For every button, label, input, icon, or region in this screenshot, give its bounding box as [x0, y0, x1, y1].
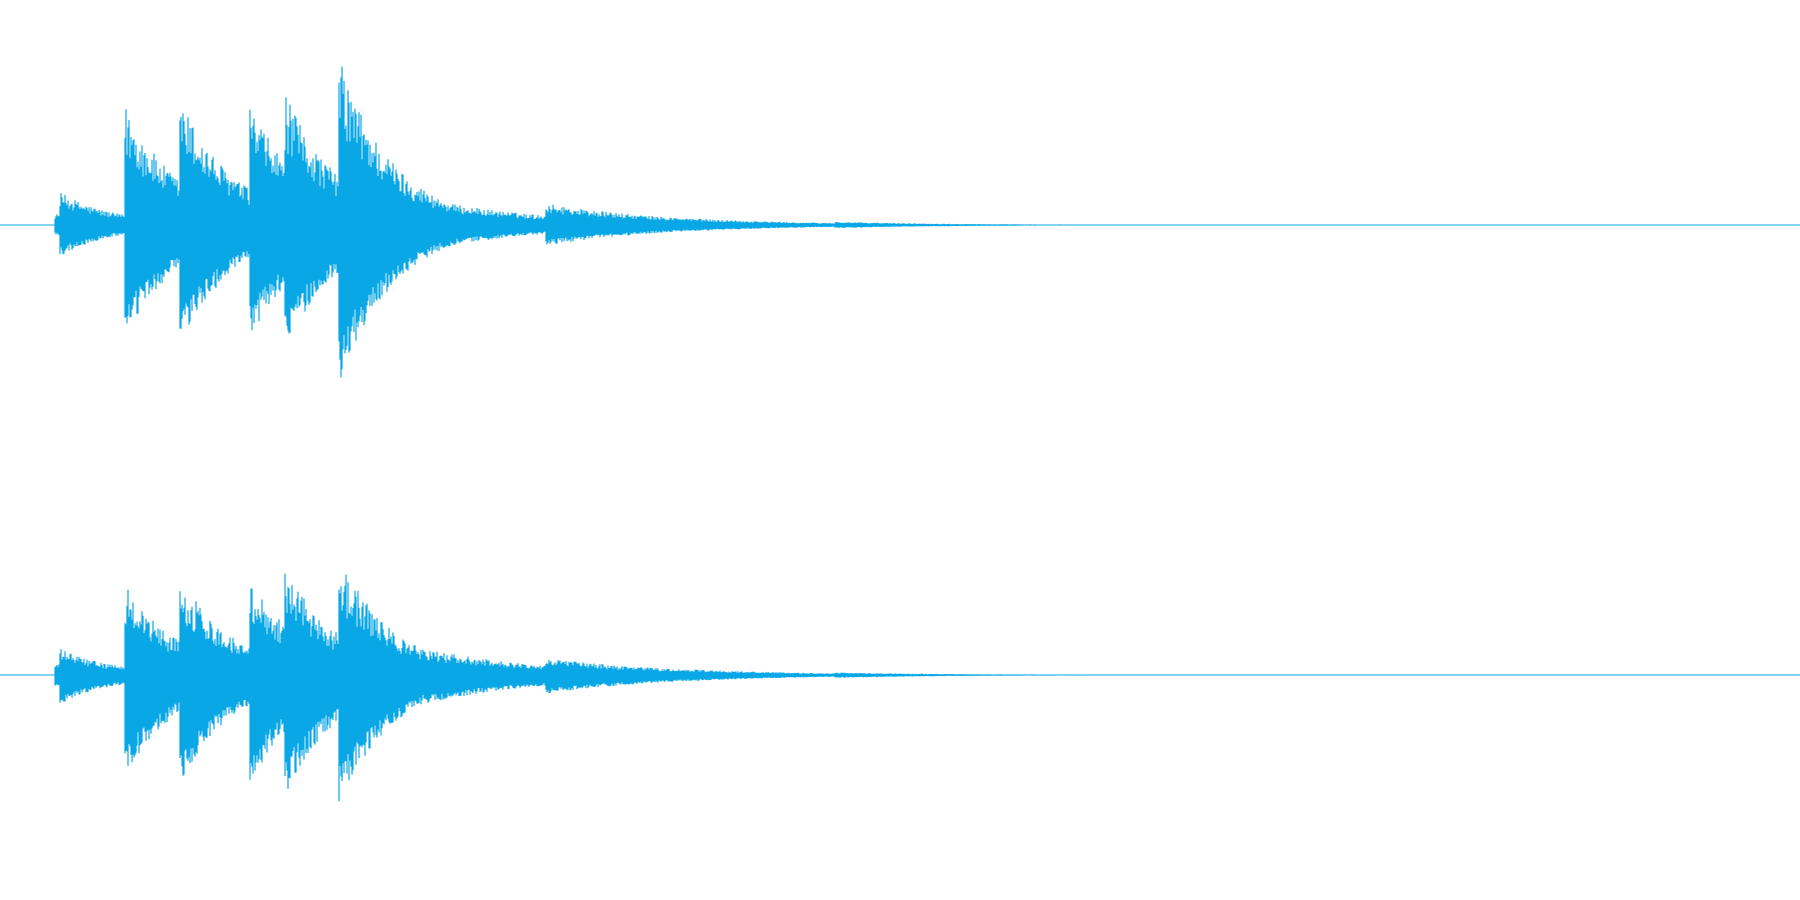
channel-2-waveform-svg — [0, 573, 1800, 802]
waveform-channel-2 — [0, 450, 1800, 900]
waveform-trace — [54, 66, 1137, 378]
waveform-channel-1 — [0, 66, 1800, 378]
channel-1-waveform-svg — [0, 66, 1800, 378]
waveform-trace — [54, 573, 1137, 802]
